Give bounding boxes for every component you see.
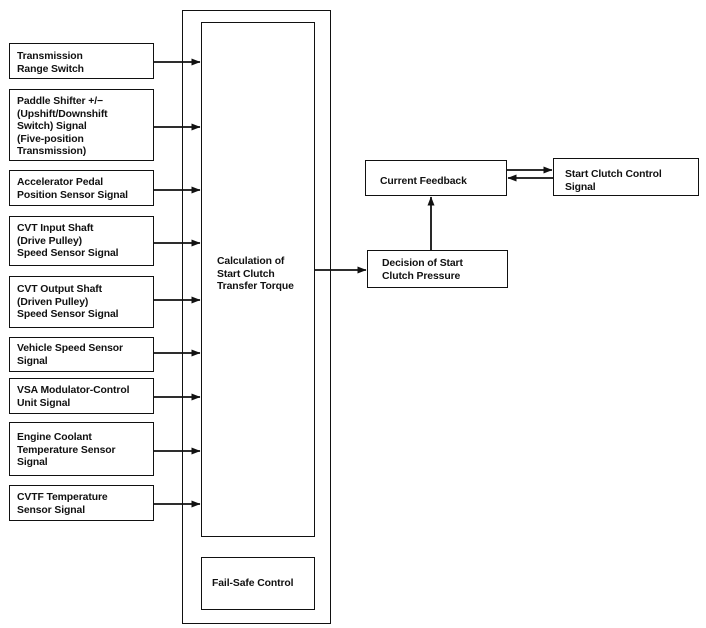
control-signal-label: Start Clutch Control Signal [565,169,662,193]
input-label-vsa-modulator: VSA Modulator-Control Unit Signal [17,385,130,409]
failsafe-label: Fail-Safe Control [212,578,294,589]
input-box-accelerator-pedal [9,170,154,206]
decision-box [367,250,508,288]
input-label-paddle-shifter: Paddle Shifter +/− (Upshift/Downshift Sw… [17,96,108,158]
input-box-vehicle-speed [9,337,154,372]
input-box-cvt-input-shaft [9,216,154,266]
input-box-cvtf-temperature [9,485,154,521]
input-label-cvtf-temperature: CVTF Temperature Sensor Signal [17,492,108,516]
input-label-engine-coolant: Engine Coolant Temperature Sensor Signal [17,432,116,469]
input-label-vehicle-speed: Vehicle Speed Sensor Signal [17,343,123,367]
calculation-label: Calculation of Start Clutch Transfer Tor… [217,256,294,293]
failsafe-box [201,557,315,610]
feedback-label: Current Feedback [380,176,467,187]
input-label-cvt-input-shaft: CVT Input Shaft (Drive Pulley) Speed Sen… [17,223,119,260]
input-box-vsa-modulator [9,378,154,414]
input-label-transmission-range: Transmission Range Switch [17,51,84,75]
decision-label: Decision of Start Clutch Pressure [382,258,463,282]
input-box-paddle-shifter [9,89,154,161]
input-box-engine-coolant [9,422,154,476]
input-box-transmission-range [9,43,154,79]
input-label-cvt-output-shaft: CVT Output Shaft (Driven Pulley) Speed S… [17,284,119,321]
input-label-accelerator-pedal: Accelerator Pedal Position Sensor Signal [17,177,128,201]
input-box-cvt-output-shaft [9,276,154,328]
feedback-box [365,160,507,196]
control-signal-box [553,158,699,196]
calculation-box [201,22,315,537]
